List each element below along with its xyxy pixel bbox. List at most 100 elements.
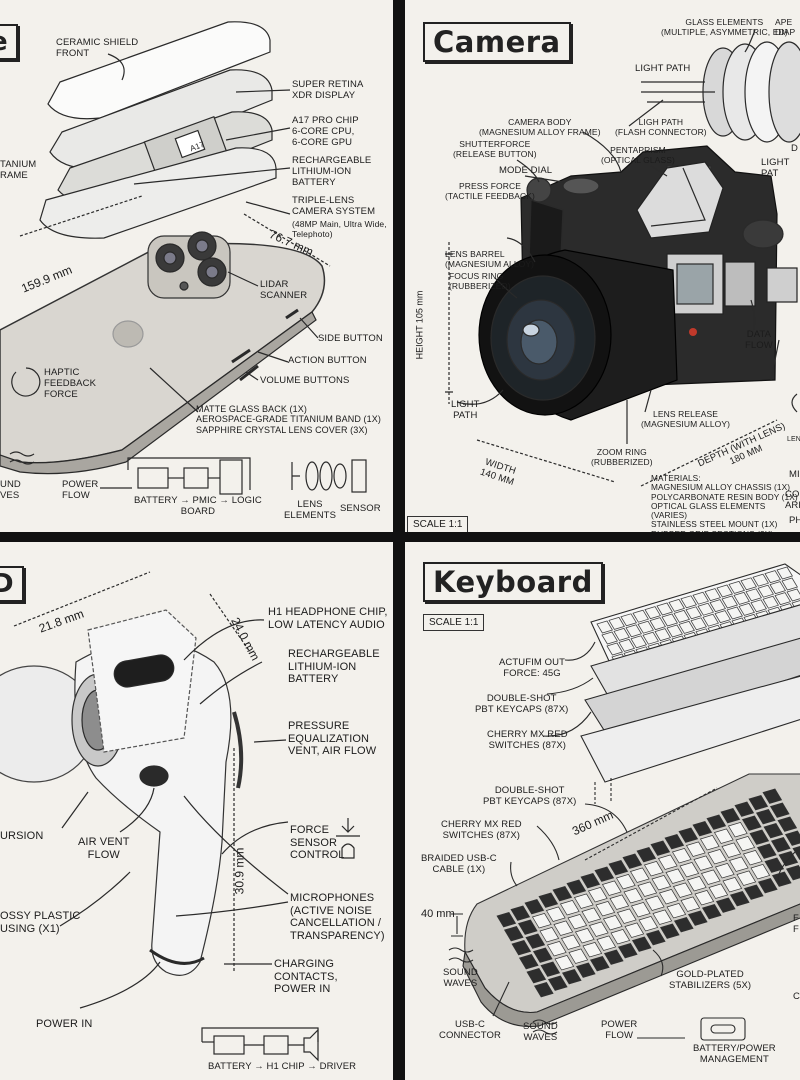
- keycap: [644, 895, 665, 911]
- keycap: [707, 848, 728, 865]
- camera-co-label: CO ARR: [785, 489, 800, 511]
- keycap: [728, 856, 749, 872]
- camera-system-detail: (48MP Main, Ultra Wide, Telephoto): [292, 219, 387, 239]
- keycap: [594, 866, 615, 882]
- sound-waves-left-label: SOUND WAVES: [443, 967, 478, 989]
- keycap: [661, 613, 679, 627]
- keycap: [538, 892, 559, 908]
- keycap: [547, 975, 568, 991]
- keycap: [713, 828, 734, 844]
- keyboard-title: Keyboard: [423, 562, 603, 602]
- keycap: [601, 631, 619, 645]
- keycap: [727, 821, 748, 838]
- keycap: [657, 854, 678, 870]
- cable-label: BRAIDED USB-C CABLE (1x): [421, 853, 497, 875]
- keycap: [637, 620, 655, 634]
- keycap: [642, 631, 660, 645]
- keycap: [625, 624, 643, 638]
- keycap: [740, 577, 758, 591]
- phone-panel: e CERAMIC SHIELD FRONT SUPER RETINA XDR …: [0, 0, 393, 532]
- keycap: [589, 955, 610, 972]
- keycap: [630, 635, 648, 649]
- keycap: [649, 617, 667, 631]
- keycap: [792, 846, 800, 860]
- keyboard-battery-label: BATTERY/POWER MANAGEMENT: [693, 1043, 776, 1065]
- lens-barrel-label: LENS BARREL (MAGNESIUM ALLOY): [445, 249, 535, 269]
- keycap: [652, 909, 673, 925]
- stabilizers-label: GOLD-PLATED STABILIZERS (5x): [669, 969, 752, 991]
- earbud-height-dim: 30.9 mm: [232, 847, 247, 895]
- keyboard-illustration: [448, 563, 800, 1041]
- keycap: [678, 827, 699, 843]
- keycap: [736, 870, 757, 886]
- press-force-label: PRESS FORCE (TACTILE FEEDBACK): [445, 181, 535, 201]
- camera-height-dim: HEIGHT 105 mm: [414, 290, 425, 360]
- charging-label: CHARGING CONTACTS, POWER IN: [274, 958, 338, 996]
- keycap: [714, 610, 732, 624]
- lens-release-label: LENS RELEASE (MAGNESIUM ALLOY): [641, 409, 731, 429]
- keycap: [757, 877, 778, 894]
- keycap: [785, 864, 800, 881]
- keycap: [770, 836, 791, 853]
- keycap: [531, 912, 552, 929]
- air-vent-label: AIR VENT FLOW: [78, 836, 130, 861]
- keycap: [671, 847, 692, 864]
- keycap: [518, 953, 539, 970]
- keycap: [721, 842, 742, 858]
- keycap: [629, 867, 650, 883]
- keycap: [573, 893, 594, 909]
- keycap: [678, 620, 696, 634]
- keycap: [752, 573, 770, 587]
- keycap: [636, 846, 657, 863]
- camera-body-label: CAMERA BODY (MAGNESIUM ALLOY FRAME): [479, 117, 601, 137]
- keycap: [697, 602, 715, 616]
- keycap: [666, 902, 687, 919]
- keycap: [511, 939, 532, 956]
- keycap: [750, 863, 771, 880]
- keycap: [645, 929, 666, 946]
- keycap: [622, 853, 643, 869]
- keycap: [784, 830, 800, 846]
- keycap: [706, 814, 727, 830]
- light-path-top-label: LIGHT PATH: [635, 63, 691, 74]
- keycap: [553, 920, 574, 936]
- keyboard-scale: SCALE 1:1: [423, 614, 485, 631]
- keycap: [757, 584, 775, 598]
- keycap: [693, 855, 714, 871]
- keyboard-right-c-label: C: [793, 991, 800, 1002]
- keycap: [545, 906, 566, 922]
- keycap: [750, 599, 768, 613]
- keycap: [620, 613, 638, 627]
- keycap: [658, 888, 679, 905]
- keycap: [692, 820, 713, 837]
- keycap: [743, 884, 764, 900]
- keycap: [546, 940, 567, 957]
- microphones-label: MICROPHONES (ACTIVE NOISE CANCELLATION /…: [290, 892, 385, 942]
- keycap: [574, 927, 595, 944]
- keycaps-mid-label: DOUBLE-SHOT PBT KEYCAPS (87x): [483, 785, 577, 807]
- keycap: [764, 857, 785, 873]
- usbc-label: USB-C CONNECTOR: [439, 1019, 501, 1041]
- camera-ph-label: PH: [789, 515, 800, 526]
- keycap: [580, 872, 601, 889]
- phone-illustration: [0, 21, 367, 495]
- sound-waves-bottom-label: SOUND WAVES: [523, 1021, 558, 1043]
- power-flow-label: POWER FLOW: [62, 479, 99, 501]
- keycap: [722, 876, 743, 893]
- keycap: [686, 875, 707, 892]
- keycap: [704, 588, 722, 602]
- keycap: [524, 898, 545, 915]
- earbud-flow-chain: BATTERY → H1 CHIP → DRIVER: [208, 1061, 357, 1072]
- keycap: [742, 849, 763, 866]
- keycap: [517, 919, 538, 935]
- keycap: [668, 598, 686, 612]
- light-path-flash-label: LIGH PATH (FLASH CONNECTOR): [615, 117, 707, 137]
- keycap: [673, 916, 694, 933]
- keycap: [581, 907, 602, 923]
- keyboard-panel: Keyboard SCALE 1:1 ACTUFIM OUT FORCE: 45…: [405, 542, 800, 1080]
- keyboard-height-dim: 40 mm: [421, 908, 455, 920]
- actuation-label: ACTUFIM OUT FORCE: 45g: [499, 657, 566, 679]
- lidar-label: LiDAR SCANNER: [260, 279, 308, 301]
- keycap: [615, 873, 636, 890]
